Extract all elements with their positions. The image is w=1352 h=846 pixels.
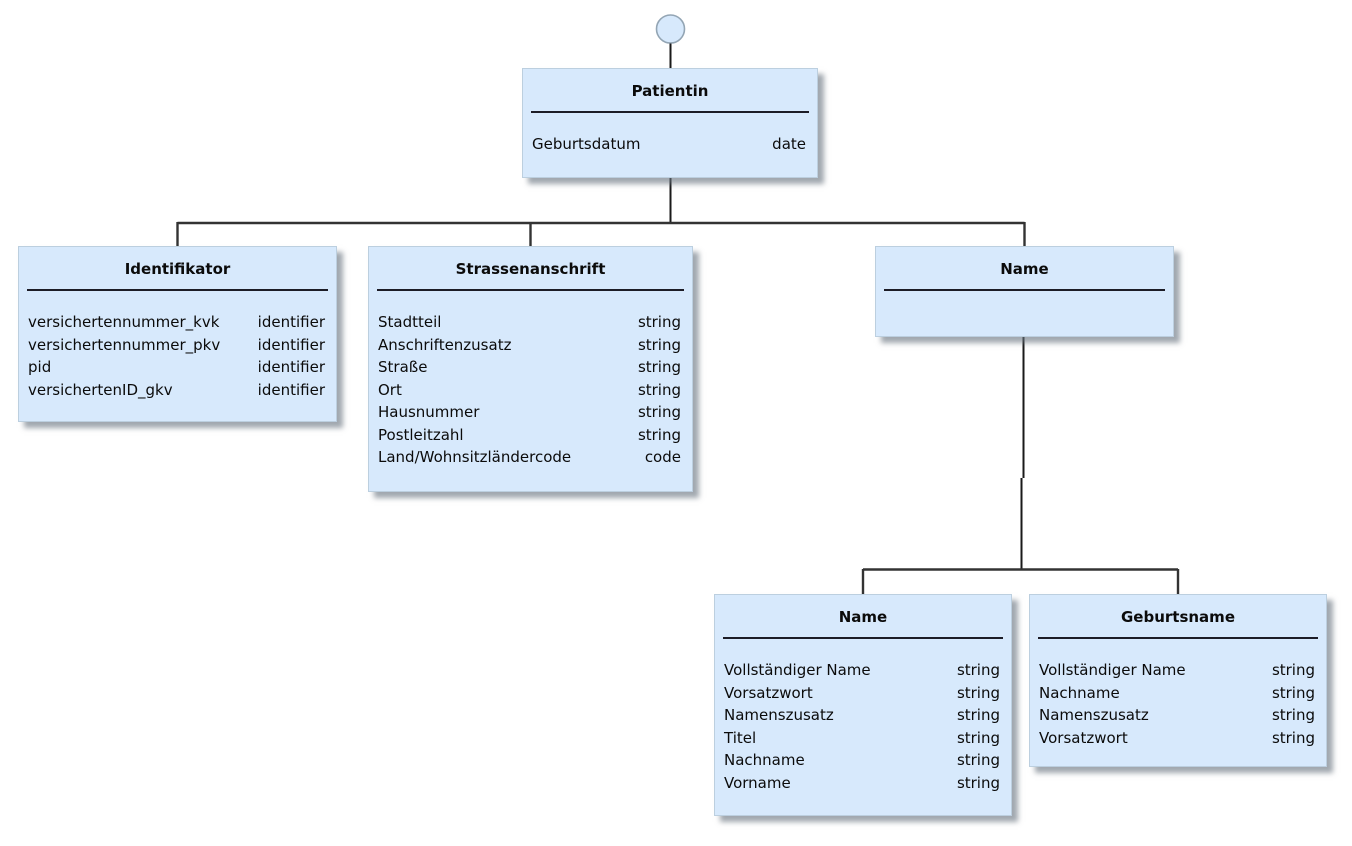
entity-title: Strassenanschrift [455,260,606,278]
entity-identifikator: Identifikator versichertennummer_kvk ide… [18,246,337,422]
entity-geburtsname: Geburtsname Vollständiger Name string Na… [1029,594,1327,767]
title-divider [377,289,684,291]
attribute-name: Vollständiger Name [724,661,871,679]
attribute-row: Vollständiger Name string [724,659,1002,682]
attribute-row: Titel string [724,727,1002,750]
attribute-type: string [1271,683,1315,702]
attribute-list: versichertennummer_kvk identifier versic… [19,291,336,401]
attribute-row: versichertennummer_pkv identifier [28,334,327,357]
attribute-row: Vorname string [724,772,1002,795]
attribute-list: Stadtteil string Anschriftenzusatz strin… [369,291,692,469]
attribute-name: Hausnummer [378,403,480,421]
attribute-type: identifier [257,335,325,354]
entity-title: Name [1000,260,1049,278]
attribute-name: Land/Wohnsitzländercode [378,448,572,466]
attribute-name: Stadtteil [378,313,442,331]
attribute-row: Land/Wohnsitzländercode code [378,446,683,469]
attribute-type: string [637,335,681,354]
attribute-name: versichertennummer_pkv [28,335,221,354]
title-divider [723,637,1003,639]
entity-patientin: Patientin Geburtsdatum date [522,68,818,178]
attribute-type: string [637,425,681,444]
attribute-type: string [1271,706,1315,724]
attribute-type: string [956,683,1000,702]
attribute-type: string [1271,661,1315,679]
attribute-type: string [956,661,1000,679]
attribute-row: Vorsatzwort string [1039,727,1317,750]
attribute-list: Vollständiger Name string Vorsatzwort st… [715,639,1011,794]
attribute-row: versichertennummer_kvk identifier [28,311,327,334]
attribute-name: Vorsatzwort [724,683,813,702]
attribute-type: string [637,380,681,399]
attribute-type: identifier [257,358,325,376]
attribute-name: pid [28,358,52,376]
title-divider [531,111,809,113]
attribute-type: string [637,358,681,376]
attribute-row: Ort string [378,379,683,402]
attribute-name: Geburtsdatum [532,135,641,153]
entity-title: Patientin [631,82,709,100]
attribute-name: Anschriftenzusatz [378,335,512,354]
attribute-row: Anschriftenzusatz string [378,334,683,357]
attribute-name: versichertennummer_kvk [28,313,220,331]
attribute-row: Straße string [378,356,683,379]
attribute-name: Namenszusatz [724,706,834,724]
attribute-type: date [772,135,806,153]
attribute-name: Nachname [724,751,805,769]
title-divider [1038,637,1318,639]
attribute-row: Geburtsdatum date [532,133,808,156]
attribute-type: string [956,751,1000,769]
attribute-row: Postleitzahl string [378,424,683,447]
attribute-row: pid identifier [28,356,327,379]
entity-title: Geburtsname [1120,608,1235,626]
entity-strassenanschrift: Strassenanschrift Stadtteil string Ansch… [368,246,693,492]
attribute-row: Nachname string [1039,682,1317,705]
attribute-row: Namenszusatz string [1039,704,1317,727]
attribute-type: string [637,313,681,331]
attribute-name: Vorsatzwort [1039,728,1128,747]
attribute-row: Nachname string [724,749,1002,772]
attribute-list: Vollständiger Name string Nachname strin… [1030,639,1326,749]
attribute-row: Stadtteil string [378,311,683,334]
attribute-name: Namenszusatz [1039,706,1149,724]
attribute-name: Titel [724,728,757,747]
attribute-type: identifier [257,380,325,399]
attribute-type: identifier [257,313,325,331]
entity-name-child: Name Vollständiger Name string Vorsatzwo… [714,594,1012,816]
attribute-row: Namenszusatz string [724,704,1002,727]
title-divider [884,289,1165,291]
attribute-list [876,291,1173,311]
attribute-name: Vorname [724,773,791,792]
entity-name-parent: Name [875,246,1174,337]
attribute-name: Straße [378,358,428,376]
attribute-name: Ort [378,380,402,399]
attribute-name: Vollständiger Name [1039,661,1186,679]
attribute-name: Nachname [1039,683,1120,702]
attribute-type: string [1271,728,1315,747]
entity-title: Name [838,608,888,626]
attribute-type: string [956,728,1000,747]
attribute-row: versichertenID_gkv identifier [28,379,327,402]
entity-title: Identifikator [124,260,231,278]
title-divider [27,289,328,291]
attribute-row: Vollständiger Name string [1039,659,1317,682]
attribute-name: versichertenID_gkv [28,380,173,399]
root-anchor-circle-icon [655,14,686,44]
attribute-name: Postleitzahl [378,425,464,444]
attribute-row: Vorsatzwort string [724,682,1002,705]
attribute-type: string [956,773,1000,792]
attribute-list: Geburtsdatum date [523,113,817,156]
attribute-row: Hausnummer string [378,401,683,424]
attribute-type: string [956,706,1000,724]
attribute-type: code [644,448,681,466]
attribute-type: string [637,403,681,421]
